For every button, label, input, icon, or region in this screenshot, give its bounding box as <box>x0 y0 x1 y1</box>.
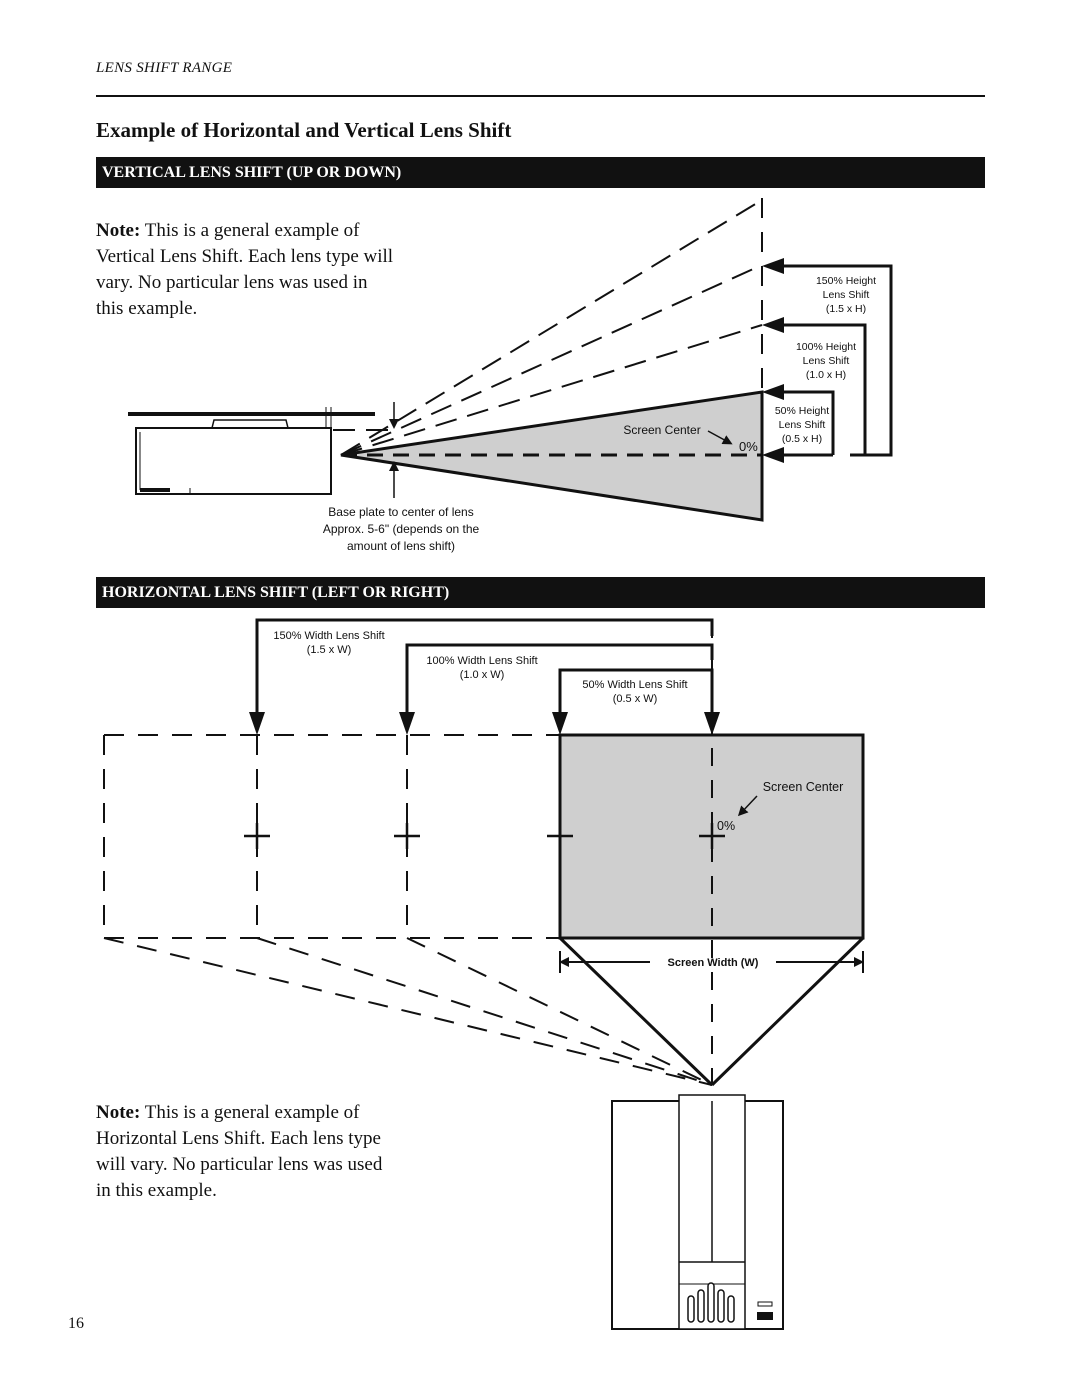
height-150-label-3: (1.5 x H) <box>826 303 866 315</box>
horizontal-note-body: This is a general example of Horizontal … <box>96 1102 383 1201</box>
width-50-label-1: 50% Width Lens Shift <box>582 679 687 691</box>
vertical-note-body: This is a general example of Vertical Le… <box>96 220 394 319</box>
horizontal-screen-center-label: Screen Center <box>763 780 844 794</box>
page-title: Example of Horizontal and Vertical Lens … <box>96 118 512 142</box>
vertical-note: Note: This is a general example of Verti… <box>96 218 396 322</box>
projector-side-view <box>135 407 332 495</box>
base-note-line-1: Base plate to center of lens <box>328 505 473 519</box>
page-number: 16 <box>68 1315 84 1332</box>
vertical-zero-label: 0% <box>739 439 758 454</box>
height-50-label-2: Lens Shift <box>779 419 826 431</box>
base-note-line-2: Approx. 5-6" (depends on the <box>323 522 480 536</box>
shifted-screen-outlines <box>103 734 560 939</box>
width-100-label-2: (1.0 x W) <box>460 669 505 681</box>
width-150-label-2: (1.5 x W) <box>307 644 352 656</box>
horizontal-section-heading: HORIZONTAL LENS SHIFT (LEFT OR RIGHT) <box>96 577 985 608</box>
horizontal-projection-rays <box>103 937 713 1086</box>
width-100-label-1: 100% Width Lens Shift <box>426 655 537 667</box>
height-100-label-2: Lens Shift <box>803 355 850 367</box>
width-50-label-2: (0.5 x W) <box>613 693 658 705</box>
running-head: LENS SHIFT RANGE <box>96 60 233 76</box>
height-100-label-3: (1.0 x H) <box>806 369 846 381</box>
horizontal-zero-label: 0% <box>717 819 735 833</box>
vertical-note-label: Note: <box>96 220 141 241</box>
header-rule <box>96 95 985 97</box>
height-shift-brackets <box>782 264 893 457</box>
height-50-label-1: 50% Height <box>775 405 829 417</box>
height-100-label-1: 100% Height <box>796 341 856 353</box>
screen-width-label: Screen Width (W) <box>668 957 759 969</box>
width-shift-brackets <box>255 618 714 715</box>
width-shift-arrows <box>249 712 720 735</box>
horizontal-note-label: Note: <box>96 1102 141 1123</box>
height-shift-arrows <box>762 258 784 463</box>
projection-rays <box>333 199 763 456</box>
base-note-line-3: amount of lens shift) <box>347 539 455 553</box>
center-crosshairs <box>244 823 725 849</box>
vertical-section-heading: VERTICAL LENS SHIFT (UP OR DOWN) <box>96 157 985 188</box>
height-150-label-2: Lens Shift <box>823 289 870 301</box>
projector-front-view <box>611 1094 784 1330</box>
horizontal-note: Note: This is a general example of Horiz… <box>96 1100 396 1204</box>
height-50-label-3: (0.5 x H) <box>782 433 822 445</box>
vertical-screen-center-label: Screen Center <box>623 423 700 437</box>
height-150-label-1: 150% Height <box>816 275 876 287</box>
width-150-label-1: 150% Width Lens Shift <box>273 630 384 642</box>
